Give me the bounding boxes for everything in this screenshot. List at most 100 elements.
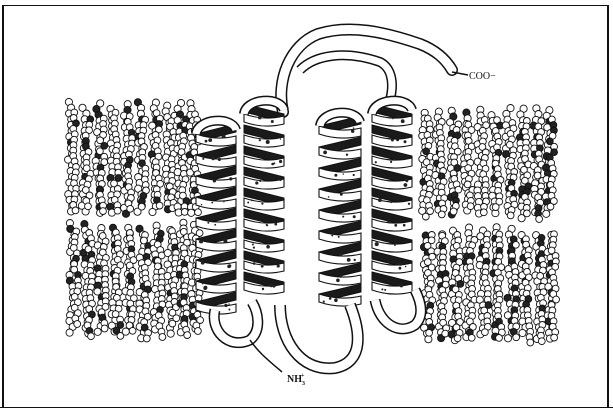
helix-shading	[271, 120, 274, 123]
helix-shading	[255, 181, 258, 184]
helix-shading	[199, 241, 201, 243]
helix-shading	[266, 245, 270, 249]
helix-shading	[353, 174, 355, 176]
lipid-atom	[519, 329, 526, 336]
helix-shading	[347, 258, 351, 262]
lipid-atom	[114, 207, 121, 214]
helix-shading	[404, 183, 408, 187]
lipid-atom	[156, 202, 163, 209]
lipid-atom	[507, 212, 514, 219]
lipid-atom	[422, 213, 429, 220]
helix-shading	[252, 244, 254, 246]
helix-shading	[403, 224, 406, 227]
helix-shading	[343, 173, 344, 174]
helix-shading	[399, 263, 402, 266]
helix-shading	[391, 139, 394, 142]
helix-shading	[381, 288, 383, 290]
helix-shading	[394, 224, 397, 227]
helix-shading	[218, 158, 221, 161]
helix-shading	[214, 224, 216, 226]
helix-shading	[261, 265, 264, 268]
lipid-atom	[195, 328, 202, 335]
helix-shading	[339, 253, 342, 256]
helix-shading	[213, 179, 216, 182]
helix-shading	[330, 212, 332, 214]
helix-shading	[251, 200, 253, 202]
helix-shading	[328, 196, 330, 198]
lipid-bilayer-right	[419, 105, 560, 346]
helix-shading	[400, 284, 404, 288]
lipid-atom	[94, 328, 101, 335]
helix-shading	[336, 279, 340, 283]
helix-shading	[375, 161, 377, 163]
helix-shading	[279, 160, 282, 163]
lipid-atom	[480, 209, 487, 216]
lipid-atom	[482, 329, 489, 336]
helix-shading	[393, 159, 395, 161]
helix-shading	[269, 284, 273, 288]
helix-shading	[354, 259, 356, 261]
helix-shading	[261, 203, 263, 205]
helix-shading	[274, 223, 277, 226]
lipid-atom	[143, 335, 150, 342]
helix-shading	[405, 266, 407, 268]
helix-shading	[331, 235, 333, 237]
helix-shading	[247, 202, 249, 204]
helix-shading	[228, 264, 231, 267]
lipid-atom	[195, 209, 202, 216]
helix-shading	[208, 138, 212, 142]
lipid-atom	[492, 204, 499, 211]
n-terminus-label: NH3+	[287, 373, 305, 387]
helix-shading	[390, 161, 392, 163]
lipid-atom	[122, 328, 129, 335]
helix-shading	[353, 215, 356, 218]
helix-shading	[211, 202, 213, 204]
helix-shading	[229, 177, 232, 180]
lipid-atom	[524, 210, 531, 217]
helix-shading	[266, 224, 267, 225]
helix-shading	[336, 148, 338, 150]
lipid-atom	[513, 334, 520, 341]
helix-shading	[375, 242, 379, 246]
helix-shading	[211, 157, 215, 161]
helix-shading	[396, 138, 399, 141]
lipid-atom	[167, 330, 174, 337]
lipid-atom	[426, 329, 433, 336]
helix-shading	[384, 289, 386, 291]
lipid-atom	[438, 211, 445, 218]
lipid-atom	[74, 321, 81, 328]
helix-shading	[334, 174, 337, 177]
lipid-atom	[129, 327, 136, 334]
helix-shading	[339, 275, 342, 278]
helix-shading	[202, 283, 204, 285]
n-terminus-tail	[250, 340, 282, 372]
lipid-atom	[425, 336, 432, 343]
helix-shading	[279, 178, 282, 181]
helix-shading	[253, 262, 256, 265]
lipid-atom	[450, 208, 457, 215]
helix-shading	[323, 301, 325, 303]
helix-shading	[334, 298, 338, 302]
lipid-atom	[181, 209, 188, 216]
helix-shading	[222, 134, 226, 138]
helix-shading	[351, 130, 354, 133]
lipid-atom	[88, 333, 95, 340]
helix-shading	[353, 127, 354, 128]
helix-shading	[397, 115, 399, 117]
helix-shading	[205, 140, 208, 143]
helix-shading	[203, 286, 207, 290]
lipid-atom	[547, 203, 554, 210]
helix-shading	[271, 163, 274, 166]
helix-shading	[212, 221, 213, 222]
helix-shading	[404, 140, 407, 143]
lipid-atom	[85, 203, 92, 210]
lipid-atom	[527, 339, 534, 346]
lipid-atom	[496, 335, 503, 342]
lipid-atom	[538, 338, 545, 345]
lipid-atom	[543, 210, 550, 217]
lipid-atom	[551, 334, 558, 341]
helix-shading	[253, 247, 255, 249]
helix-shading	[201, 204, 202, 205]
helix-shading	[224, 304, 227, 307]
